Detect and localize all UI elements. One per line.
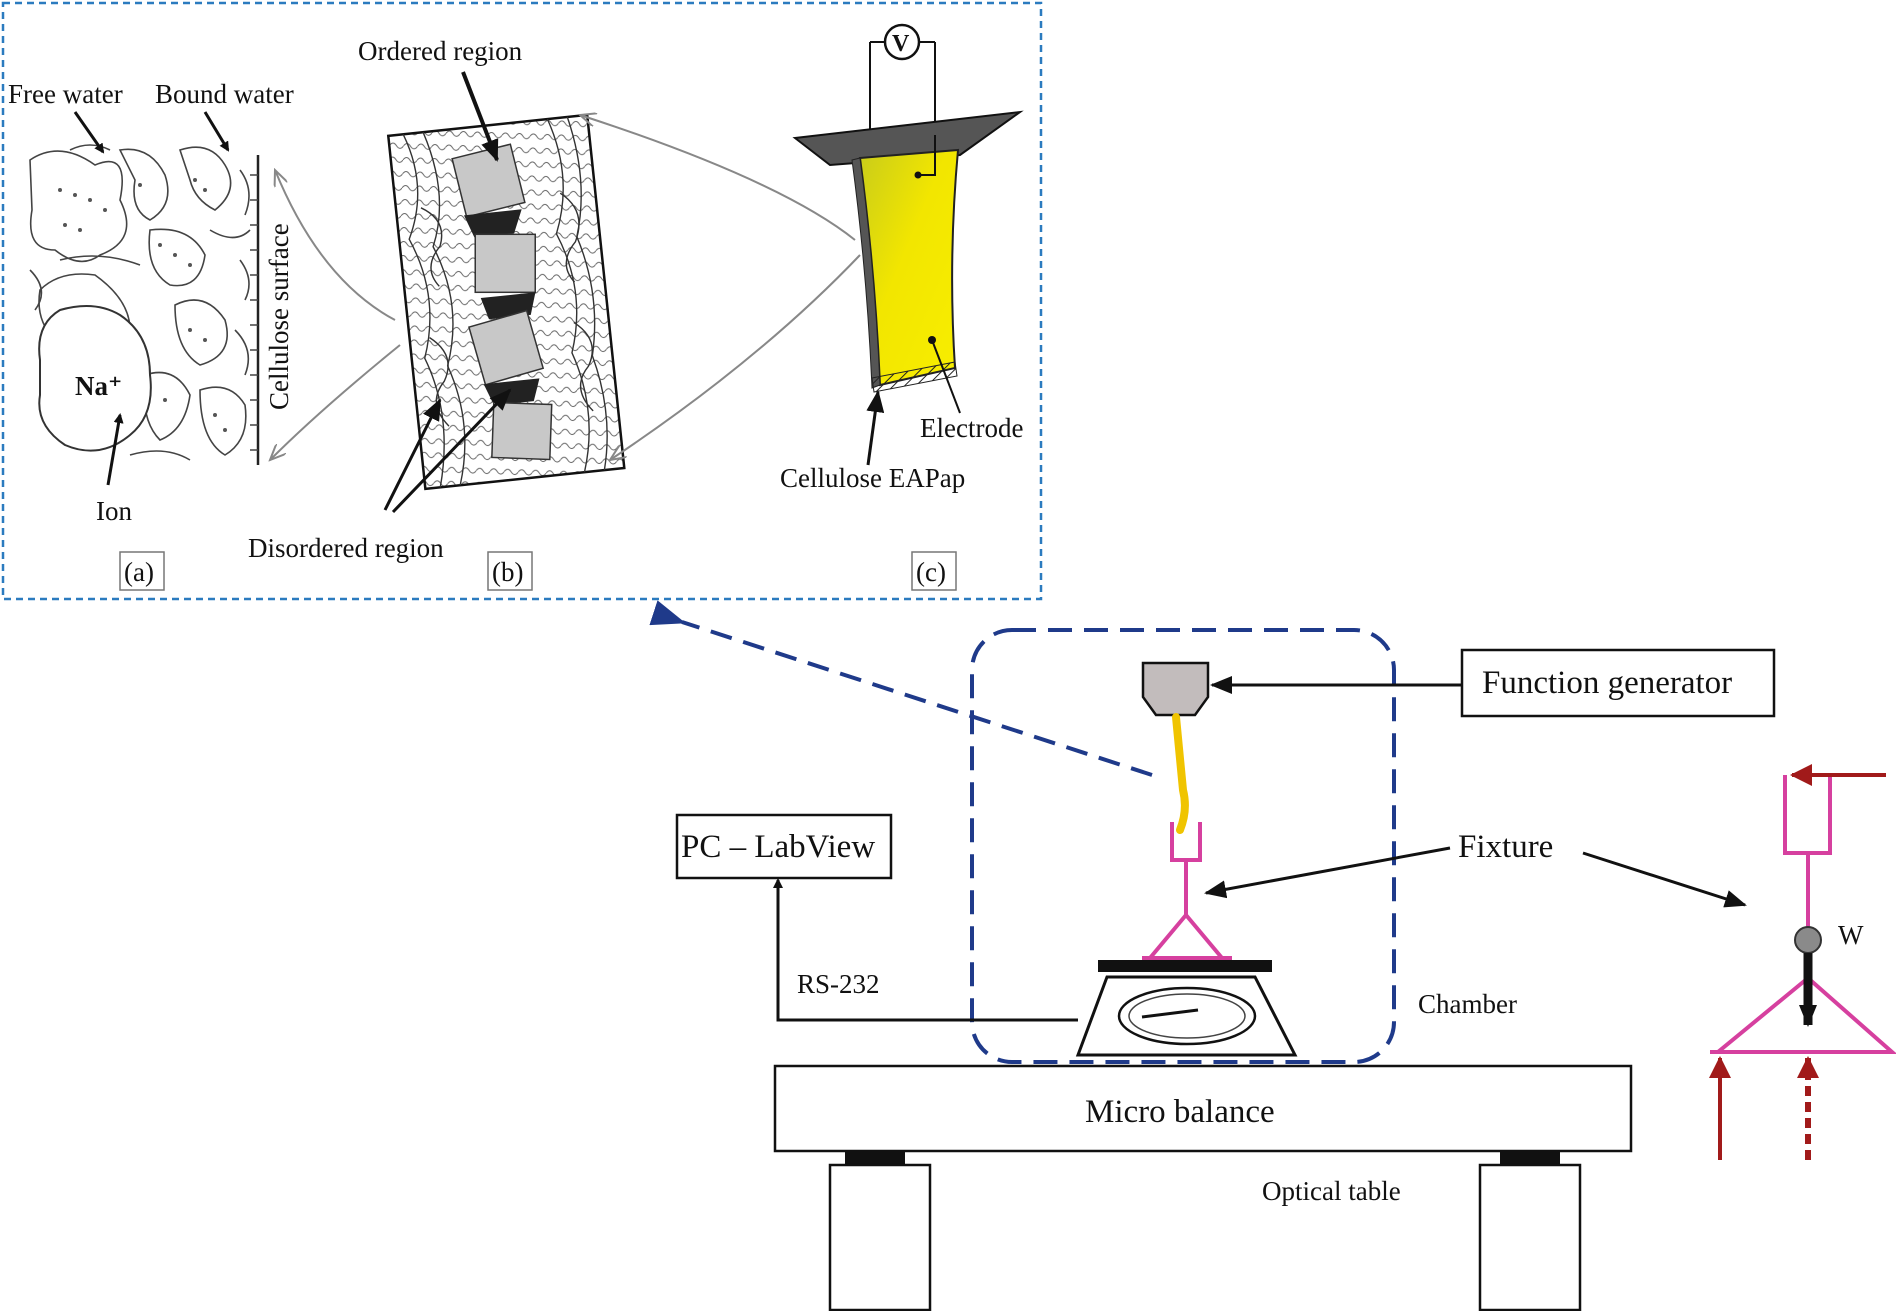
scale-dial-inner: [1128, 993, 1246, 1039]
bound-water-label: Bound water: [155, 79, 294, 109]
free-water-label: Free water: [8, 79, 123, 109]
fixture-icon: [1142, 822, 1232, 960]
eapap-label: Cellulose EAPap: [780, 463, 965, 493]
micro-balance-scale-icon: [1075, 975, 1298, 1057]
bound-water-arrow: [203, 111, 230, 152]
fbd-clamp: [1783, 775, 1832, 855]
panel-c-tag: (c): [916, 557, 946, 587]
panel-b-tag-box: [487, 551, 533, 591]
top-electrode-plate: [792, 110, 1024, 167]
free-body-diagram: W: [1709, 764, 1896, 1160]
ion-arrow: [106, 413, 124, 486]
fixture-arrow-left: [1204, 846, 1451, 899]
zoom-arrow-b-to-a-top: [275, 170, 396, 321]
disordered-region-label: Disordered region: [248, 533, 444, 563]
panel-b: Ordered region Disordered region (b): [248, 36, 626, 591]
crystalline-blocks: [451, 143, 553, 461]
zoom-arrow-b-to-a-bottom: [270, 344, 401, 460]
chamber-enclosure: [970, 628, 1396, 1064]
inset-panel: Na⁺ Cellulose surface Free water Bound w…: [1, 1, 1043, 601]
chamber-to-inset-arrow: [649, 600, 1153, 777]
panel-c: V Electrode Cellulose EAPap (c): [780, 23, 1024, 591]
scale-dial-outer: [1117, 986, 1257, 1046]
function-generator-box: [1460, 648, 1776, 718]
chamber-label: Chamber: [1418, 989, 1517, 1019]
voltmeter-icon: [883, 23, 921, 61]
panel-a: Na⁺ Cellulose surface Free water Bound w…: [8, 79, 294, 591]
electrode-label: Electrode: [920, 413, 1023, 443]
right-leg-pad: [1500, 1152, 1560, 1165]
voltmeter-label: V: [892, 31, 910, 57]
electrode-contact-top: [914, 171, 922, 179]
left-leg-pad: [845, 1152, 905, 1165]
disordered-arrow-1: [383, 398, 442, 511]
rs232-label: RS-232: [797, 969, 880, 999]
ordered-region-arrow: [461, 71, 499, 162]
film-arrow: [866, 390, 885, 466]
panel-a-tag: (a): [124, 557, 154, 587]
panel-b-tag: (b): [492, 557, 523, 587]
surface-ticks: [250, 174, 258, 451]
scale-needle: [1141, 1008, 1199, 1019]
electrode-clamp-icon: [1141, 661, 1210, 717]
pc-labview-label: PC – LabView: [681, 829, 875, 865]
cellulose-surface-label: Cellulose surface: [264, 223, 294, 410]
ion-label: Ion: [96, 496, 132, 526]
disordered-arrow-2: [391, 388, 512, 514]
balance-pan: [1098, 960, 1272, 972]
zoom-arrow-c-to-b-top: [580, 115, 856, 241]
optical-table-leg-right: [1478, 1163, 1582, 1311]
micro-balance-label: Micro balance: [1085, 1094, 1275, 1130]
electrode-pointer: [931, 339, 961, 414]
ordered-region-label: Ordered region: [358, 36, 523, 66]
inset-border: [1, 1, 1043, 601]
free-water-arrow: [73, 111, 105, 154]
eapap-sample-strip: [1172, 713, 1189, 834]
optical-table-leg-left: [828, 1163, 932, 1311]
panel-c-tag-box: [911, 551, 957, 591]
optical-table-label: Optical table: [1262, 1176, 1401, 1206]
fixture-arrow-right: [1582, 851, 1747, 908]
dot-chains: [58, 178, 227, 432]
fbd-mass-point: [1794, 926, 1822, 954]
fixture-label: Fixture: [1458, 829, 1553, 865]
micro-balance-platform: [773, 1064, 1633, 1153]
panel-a-tag-box: [119, 551, 165, 591]
voltmeter-circuit: [869, 41, 936, 135]
rs232-cable: [773, 878, 1078, 1022]
film-bottom-hatch: [871, 361, 958, 393]
pc-labview-box: [675, 813, 893, 880]
zoom-arrow-c-to-b-bottom: [610, 254, 861, 460]
function-generator-label: Function generator: [1482, 665, 1732, 701]
ion-symbol-label: Na⁺: [75, 371, 122, 401]
fiber-strands: [402, 116, 608, 488]
fbd-weight-label: W: [1838, 920, 1864, 950]
electrode-lead: [920, 135, 936, 176]
